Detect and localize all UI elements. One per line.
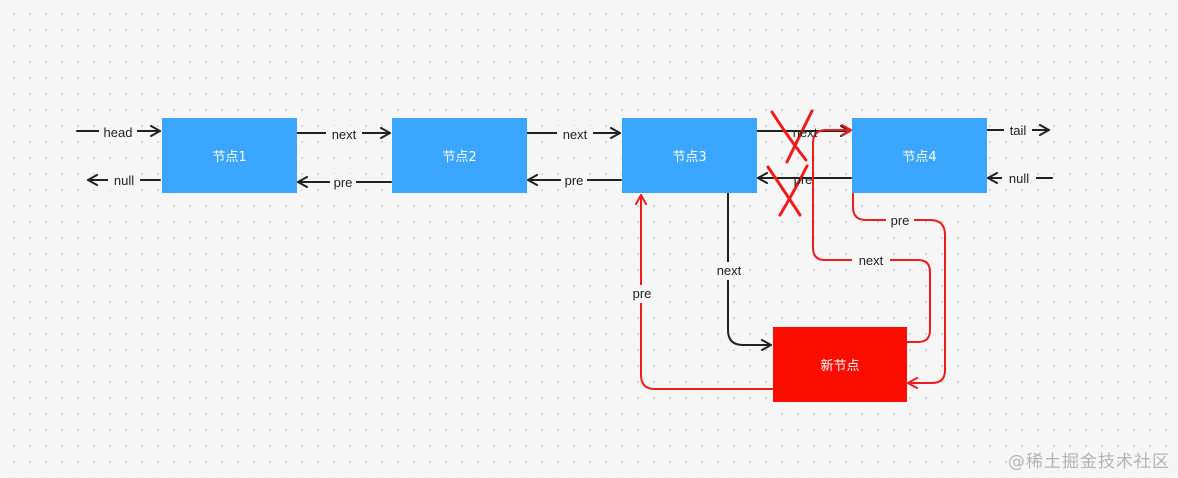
next-arrow-3-new	[727, 192, 772, 351]
next-label-1-2: next	[332, 127, 357, 142]
node-1: 节点1	[162, 118, 297, 193]
new-node: 新节点	[773, 327, 907, 402]
null-right-label: null	[1009, 171, 1029, 186]
node-3: 节点3	[622, 118, 757, 193]
node-2-label: 节点2	[442, 150, 476, 165]
node-3-label: 节点3	[672, 150, 706, 165]
pre-label-4-new: pre	[891, 213, 910, 228]
next-label-new-4: next	[859, 253, 884, 268]
break-mark-pre	[766, 164, 809, 217]
pre-label-new-3: pre	[633, 286, 652, 301]
pre-arrow-new-3	[635, 194, 774, 390]
head-label: head	[104, 125, 133, 140]
next-label-3-4: next	[793, 125, 818, 140]
node-1-label: 节点1	[212, 150, 246, 165]
new-node-label: 新节点	[820, 358, 859, 374]
tail-label: tail	[1010, 123, 1027, 138]
node-4: 节点4	[852, 118, 987, 193]
node-2: 节点2	[392, 118, 527, 193]
node-4-label: 节点4	[902, 150, 936, 165]
pre-arrow-4-new	[852, 192, 946, 389]
null-left-label: null	[114, 173, 134, 188]
next-label-3-new: next	[717, 263, 742, 278]
break-mark-next	[770, 109, 814, 164]
pre-label-4-3: pre	[794, 172, 813, 187]
pre-label-3-2: pre	[565, 173, 584, 188]
pre-label-2-1: pre	[334, 175, 353, 190]
watermark-text: @稀土掘金技术社区	[1008, 452, 1170, 472]
next-label-2-3: next	[563, 127, 588, 142]
